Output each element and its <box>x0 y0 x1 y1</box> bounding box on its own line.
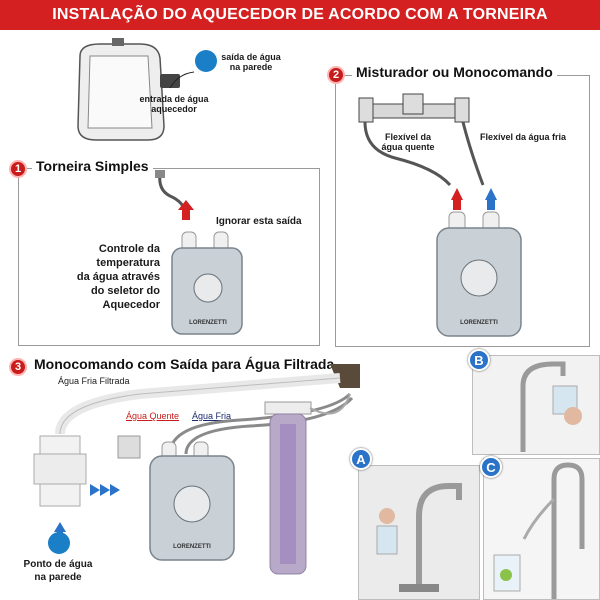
section3-cold-label: Água Fria <box>192 411 232 421</box>
heater-inlet-label: entrada de água aquecedor <box>139 94 209 114</box>
heater-top-illustration <box>77 38 180 141</box>
section2-number: 2 <box>327 66 345 84</box>
section3-heater-icon: LORENZETTI <box>149 441 235 561</box>
section2-heater-icon: LORENZETTI <box>436 188 522 337</box>
section3-title: Monocomando com Saída para Água Filtrada <box>34 356 335 372</box>
wall-point-icon <box>48 532 70 554</box>
section2-heater-brand: LORENZETTI <box>460 320 498 326</box>
section1-control-label: Controle da temperatura da água através … <box>76 243 160 311</box>
section3-cold-filtered-label: Água Fria Filtrada <box>58 376 130 386</box>
wall-point-label: Ponto de água na parede <box>23 559 93 583</box>
badge-a: A <box>350 448 372 470</box>
wall-outlet-icon <box>195 50 217 72</box>
section1-heater-icon: LORENZETTI <box>171 231 243 335</box>
section1-frame <box>18 168 320 346</box>
photo-faucet-a <box>358 465 480 600</box>
page-banner: INSTALAÇÃO DO AQUECEDOR DE ACORDO COM A … <box>0 0 600 30</box>
section1-ignore-label: Ignorar esta saída <box>216 216 302 227</box>
section3-heater-brand: LORENZETTI <box>173 544 211 550</box>
section1-number: 1 <box>9 160 27 178</box>
section1-title: Torneira Simples <box>32 158 153 174</box>
section2-mixer-illustration <box>358 93 485 187</box>
section1-hose-icon <box>155 170 194 220</box>
section2-title: Misturador ou Monocomando <box>352 64 557 80</box>
section3-illustration <box>33 364 360 575</box>
badge-c: C <box>480 456 502 478</box>
section2-cold-hose-label: Flexível da água fria <box>480 132 567 142</box>
section3-number: 3 <box>9 358 27 376</box>
section3-hot-label: Água Quente <box>126 411 180 421</box>
section1-heater-brand: LORENZETTI <box>189 320 227 326</box>
badge-b: B <box>468 349 490 371</box>
photo-faucet-b <box>472 355 600 455</box>
wall-outlet-label: saída de água na parede <box>221 52 281 72</box>
section2-hot-hose-label: Flexível da água quente <box>381 132 435 152</box>
photo-faucet-c <box>483 458 600 600</box>
